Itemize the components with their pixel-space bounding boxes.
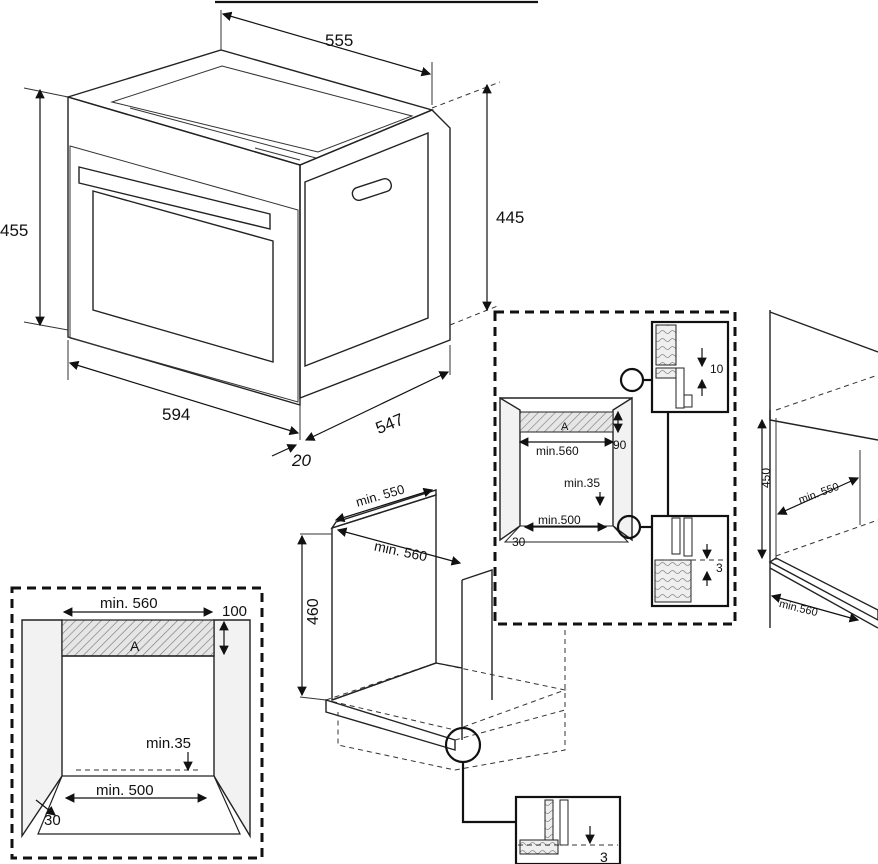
right-cabinet-drawing: 450 min. 550 min.560 <box>757 310 878 629</box>
section-mid-gap: 30 <box>512 535 526 549</box>
detail-box-top: 10 <box>650 320 730 414</box>
detail-top-value: 10 <box>710 362 724 376</box>
section-mid-min-vent: min.500 <box>538 513 581 527</box>
section-mid-min-back: min.35 <box>564 476 600 490</box>
detail-mid-value: 3 <box>716 561 723 575</box>
right-cabinet-min-width: min.560 <box>778 598 819 619</box>
section-mid-min-width: min.560 <box>536 444 579 458</box>
section-mid-area-label: A <box>561 421 569 433</box>
cabinet-min-width-top: min. 550 <box>354 481 406 509</box>
dim-door: 20 <box>291 451 311 470</box>
section-bottom: A min. 560 100 min.35 min. 500 30 <box>10 586 264 860</box>
detail-box-bottom: 3 <box>514 795 622 864</box>
detail-box-mid: 3 <box>650 514 730 608</box>
right-cabinet-height: 450 <box>759 468 773 488</box>
dim-width: 594 <box>162 405 190 424</box>
oven-side-vent <box>351 178 393 202</box>
cabinet-height: 460 <box>305 598 322 625</box>
section-mid-top-gap: 90 <box>613 438 627 452</box>
cabinet-min-width-inner: min. 560 <box>373 538 429 565</box>
oven-drawing <box>65 49 451 406</box>
section-bottom-min-width: min. 560 <box>100 595 158 612</box>
dim-depth-top: 555 <box>325 31 353 50</box>
section-bottom-top-gap: 100 <box>222 603 247 620</box>
section-mid: A min.560 90 min.35 min.500 30 <box>493 310 737 626</box>
section-bottom-area-label: A <box>130 638 140 654</box>
oven-handle <box>78 166 271 230</box>
right-cabinet-min-depth: min. 550 <box>797 481 841 507</box>
section-bottom-min-vent: min. 500 <box>96 782 154 799</box>
dim-height-side: 445 <box>496 208 524 227</box>
section-bottom-min-back: min.35 <box>146 735 191 752</box>
dim-height-front: 455 <box>0 221 28 240</box>
dim-depth-side: 547 <box>373 410 406 438</box>
detail-bottom-value: 3 <box>600 849 608 864</box>
section-bottom-gap: 30 <box>44 812 61 829</box>
cabinet-detail-callout <box>444 726 482 764</box>
oven-dimensions: 555 455 445 594 547 20 <box>0 10 524 470</box>
